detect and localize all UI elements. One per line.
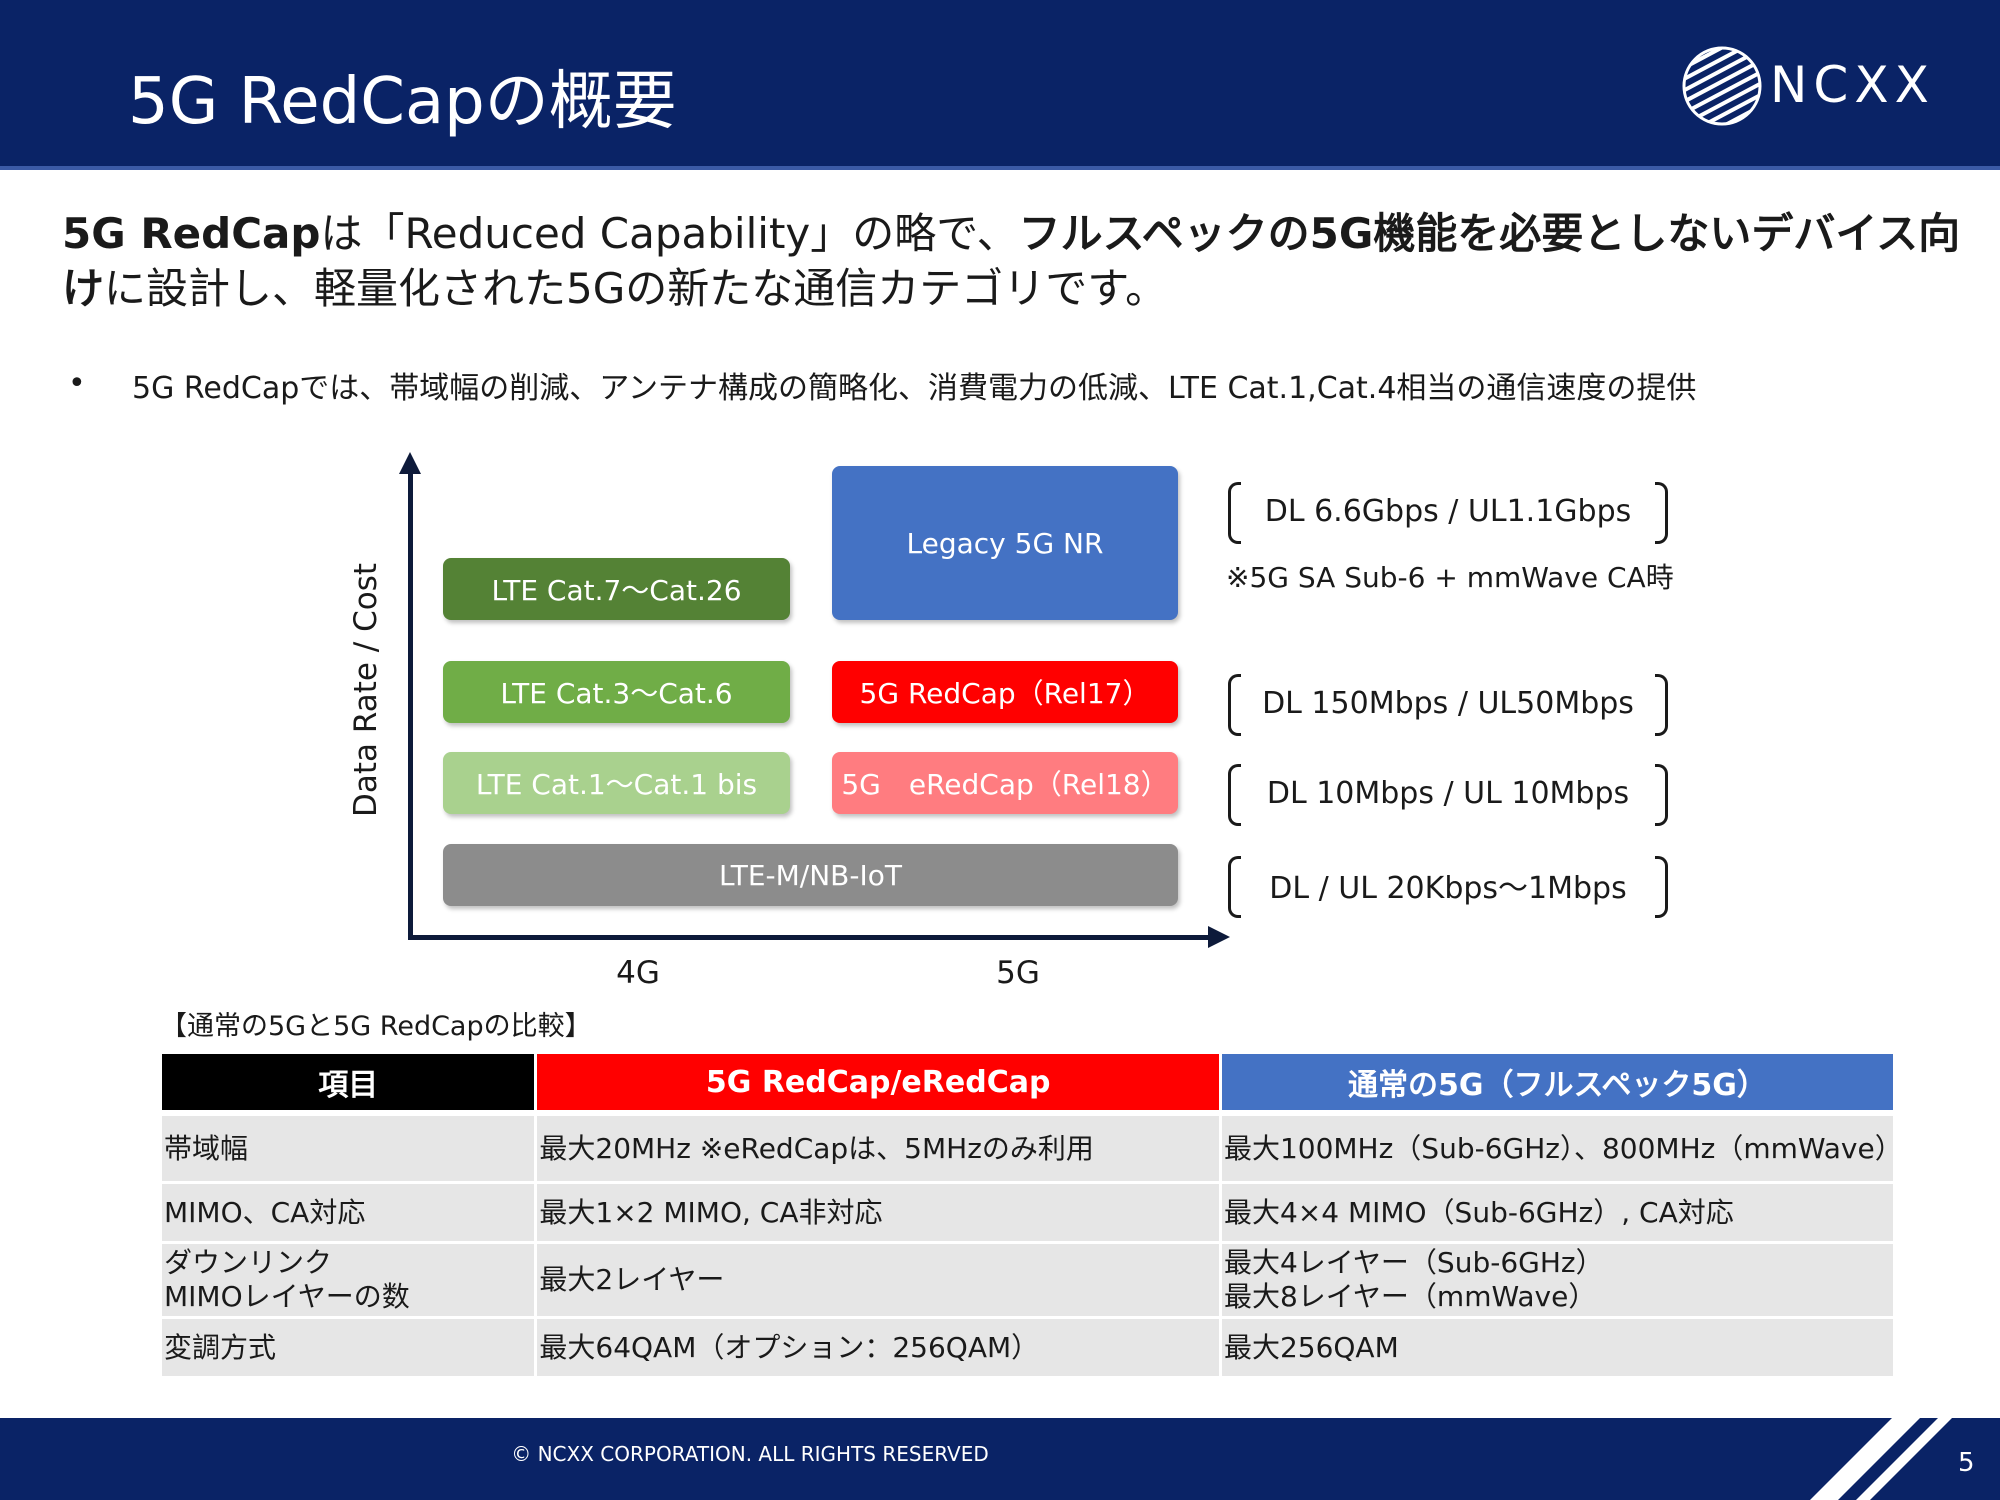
y-axis-label: Data Rate / Cost bbox=[348, 562, 384, 818]
lead-paragraph: 5G RedCapは「Reduced Capability」の略で、フルスペック… bbox=[62, 206, 1962, 316]
row-label: MIMO、CA対応 bbox=[162, 1184, 538, 1244]
table-caption: 【通常の5Gと5G RedCapの比較】 bbox=[160, 1011, 592, 1042]
spec-eredcap: DL 10Mbps / UL 10Mbps bbox=[1228, 764, 1668, 826]
comparison-table: 項目 5G RedCap/eRedCap 通常の5G（フルスペック5G） 帯域幅… bbox=[162, 1054, 1903, 1379]
logo-text: NCXX bbox=[1770, 56, 1935, 114]
x-label-5g: 5G bbox=[996, 955, 1040, 991]
spec-legacy-note: ※5G SA Sub-6 + mmWave CA時 bbox=[1226, 561, 1674, 594]
redcap-cell: 最大2レイヤー bbox=[537, 1244, 1222, 1319]
footer-stripe-decoration bbox=[1810, 1418, 2000, 1500]
page-number: 5 bbox=[1958, 1448, 1975, 1478]
spec-lte-m: DL / UL 20Kbps～1Mbps bbox=[1228, 856, 1668, 918]
table-header-row: 項目 5G RedCap/eRedCap 通常の5G（フルスペック5G） bbox=[162, 1054, 1896, 1116]
full-5g-cell: 最大256QAM bbox=[1221, 1319, 1896, 1379]
globe-icon bbox=[1682, 46, 1762, 126]
box-lte-cat1: LTE Cat.1～Cat.1 bis bbox=[443, 752, 790, 814]
ncxx-logo: NCXX bbox=[1680, 44, 1970, 128]
table-row: 変調方式 最大64QAM（オプション：256QAM） 最大256QAM bbox=[162, 1319, 1896, 1379]
header-full-5g: 通常の5G（フルスペック5G） bbox=[1221, 1054, 1896, 1116]
bullet-marker: • bbox=[68, 366, 86, 401]
full-5g-cell: 最大4レイヤー（Sub-6GHz） 最大8レイヤー（mmWave） bbox=[1221, 1244, 1896, 1319]
box-lte-cat3-6: LTE Cat.3～Cat.6 bbox=[443, 661, 790, 723]
box-legacy-5g-nr: Legacy 5G NR bbox=[832, 466, 1178, 620]
box-lte-m-nb-iot: LTE-M/NB-IoT bbox=[443, 844, 1178, 906]
lead-emphasis: フルスペックの5G機能を必要としないデバイス向け bbox=[62, 209, 1961, 313]
footer-bar bbox=[0, 1418, 2000, 1500]
table-row: ダウンリンク MIMOレイヤーの数 最大2レイヤー 最大4レイヤー（Sub-6G… bbox=[162, 1244, 1896, 1319]
redcap-cell: 最大20MHz ※eRedCapは、5MHzのみ利用 bbox=[537, 1116, 1222, 1184]
spec-legacy: DL 6.6Gbps / UL1.1Gbps bbox=[1228, 482, 1668, 544]
row-label: 変調方式 bbox=[162, 1319, 538, 1379]
lead-text-2: に設計し、軽量化された5Gの新たな通信カテゴリです。 bbox=[104, 264, 1168, 313]
box-5g-eredcap: 5G eRedCap（Rel18） bbox=[832, 752, 1178, 814]
full-5g-cell: 最大4×4 MIMO（Sub-6GHz）, CA対応 bbox=[1221, 1184, 1896, 1244]
x-axis-arrow bbox=[1208, 926, 1230, 948]
table-row: MIMO、CA対応 最大1×2 MIMO, CA非対応 最大4×4 MIMO（S… bbox=[162, 1184, 1896, 1244]
x-axis bbox=[408, 935, 1213, 940]
lead-term: 5G RedCap bbox=[62, 209, 321, 258]
table-row: 帯域幅 最大20MHz ※eRedCapは、5MHzのみ利用 最大100MHz（… bbox=[162, 1116, 1903, 1184]
redcap-cell: 最大64QAM（オプション：256QAM） bbox=[537, 1319, 1222, 1379]
spec-redcap: DL 150Mbps / UL50Mbps bbox=[1228, 674, 1668, 736]
row-label: 帯域幅 bbox=[162, 1116, 538, 1184]
copyright-text: © NCXX CORPORATION. ALL RIGHTS RESERVED bbox=[511, 1442, 989, 1466]
bullet-text: 5G RedCapでは、帯域幅の削減、アンテナ構成の簡略化、消費電力の低減、LT… bbox=[132, 371, 1697, 406]
x-label-4g: 4G bbox=[616, 955, 660, 991]
lead-text-1: は「Reduced Capability」の略で、 bbox=[320, 209, 1019, 258]
y-axis-arrow bbox=[399, 452, 421, 474]
box-5g-redcap: 5G RedCap（Rel17） bbox=[832, 661, 1178, 723]
row-label: ダウンリンク MIMOレイヤーの数 bbox=[162, 1244, 538, 1319]
y-axis bbox=[408, 462, 413, 938]
header-bar bbox=[0, 0, 2000, 166]
header-redcap: 5G RedCap/eRedCap bbox=[537, 1054, 1222, 1116]
redcap-cell: 最大1×2 MIMO, CA非対応 bbox=[537, 1184, 1222, 1244]
page-title: 5G RedCapの概要 bbox=[128, 65, 677, 139]
box-lte-cat7-26: LTE Cat.7～Cat.26 bbox=[443, 558, 790, 620]
header-item: 項目 bbox=[162, 1054, 538, 1116]
header-divider bbox=[0, 166, 2000, 170]
full-5g-cell: 最大100MHz（Sub-6GHz）、800MHz（mmWave） bbox=[1221, 1116, 1903, 1184]
